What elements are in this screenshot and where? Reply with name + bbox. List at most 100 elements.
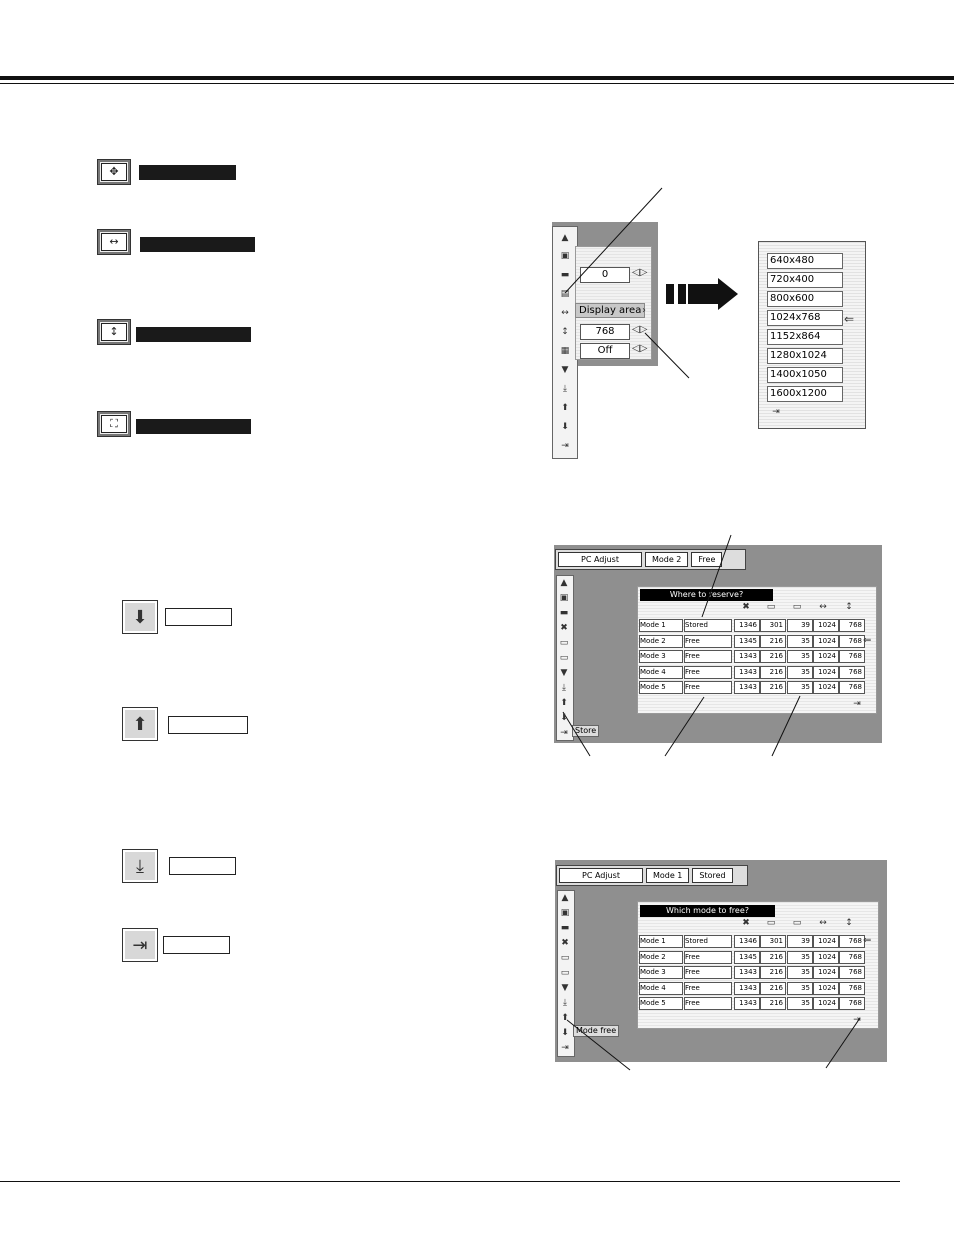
adjust-arrows-icon[interactable]: ◁▷ [632, 324, 648, 335]
table-cell-v4: 1024 [813, 935, 839, 948]
table-cell-mode[interactable]: Mode 1 [639, 935, 683, 948]
up-arrow-icon[interactable]: ▲ [561, 233, 569, 243]
up-arrow-icon[interactable]: ▲ [560, 578, 568, 588]
table-cell-v3: 39 [787, 619, 813, 632]
resolution-item[interactable]: 1280x1024 [767, 348, 843, 364]
horizontal-icon[interactable]: ↔ [561, 308, 569, 318]
table-cell-mode[interactable]: Mode 4 [639, 981, 683, 995]
header-status: Stored [692, 868, 733, 883]
table-cell-state: Free [684, 950, 732, 964]
total-dots-icon: ▭ [792, 918, 802, 928]
vertical-icon: ↕ [845, 918, 853, 928]
adjust-arrows-icon[interactable]: ◁▷ [632, 267, 648, 278]
table-cell-mode[interactable]: Mode 5 [639, 681, 683, 694]
reset-icon[interactable]: ⤓ [562, 683, 566, 693]
chevron-right-icon[interactable]: › [642, 305, 646, 316]
exit-icon[interactable]: ⇥ [561, 1043, 569, 1053]
table-cell-v1: 1346 [734, 619, 760, 632]
header-status: Free [691, 552, 723, 567]
header-title: PC Adjust [559, 868, 643, 883]
resolution-item[interactable]: 800x600 [767, 291, 843, 307]
table-cell-v4: 1024 [813, 650, 839, 663]
adjust-arrows-icon[interactable]: ◁▷ [632, 343, 648, 354]
mode-free-icon[interactable]: ⬆ [561, 1013, 569, 1023]
fine-sync-icon[interactable]: ▬ [560, 270, 570, 280]
table-cell-v3: 35 [787, 634, 813, 648]
down-arrow-icon[interactable]: ▼ [561, 983, 569, 993]
table-cell-mode[interactable]: Mode 1 [639, 619, 683, 632]
down-arrow-icon[interactable]: ▼ [560, 668, 568, 678]
label-bar-2 [140, 237, 255, 252]
table-cell-mode[interactable]: Mode 3 [639, 966, 683, 979]
reset-icon[interactable]: ⤓ [563, 384, 567, 394]
resolution-item[interactable]: 1400x1050 [767, 367, 843, 383]
value-field-2: 768 [580, 324, 630, 340]
exit-icon[interactable]: ⇥ [561, 441, 569, 451]
table-cell-v4: 1024 [813, 981, 839, 995]
table-cell-v4: 1024 [813, 950, 839, 964]
screen2-prompt: Where to reserve? [640, 589, 773, 601]
total-dots-icon[interactable]: ▭ [559, 653, 569, 663]
resolution-item[interactable]: 1024x768 [767, 310, 843, 326]
resolution-item[interactable]: 720x400 [767, 272, 843, 288]
table-cell-v3: 35 [787, 981, 813, 995]
vertical-icon[interactable]: ↕ [561, 327, 569, 337]
store-icon[interactable]: ⬇ [560, 713, 568, 723]
pc-adjust-icon[interactable]: ▣ [560, 908, 570, 918]
clock-icon[interactable]: ✖ [561, 938, 569, 948]
table-cell-v3: 35 [787, 966, 813, 979]
exit-icon[interactable]: ⇥ [853, 699, 861, 709]
reset-icon[interactable]: ⤓ [563, 998, 567, 1008]
table-cell-v3: 35 [787, 950, 813, 964]
table-cell-state: Stored [684, 935, 732, 948]
table-cell-v5: 768 [839, 634, 865, 648]
pc-adjust-icon[interactable]: ▣ [559, 593, 569, 603]
resolution-item[interactable]: 1152x864 [767, 329, 843, 345]
table-cell-v2: 216 [760, 981, 786, 995]
table-cell-v2: 216 [760, 634, 786, 648]
horizontal-icon: ↔ [819, 602, 827, 612]
table-cell-v1: 1343 [734, 681, 760, 694]
table-cell-v1: 1343 [734, 650, 760, 663]
table-cell-v2: 216 [760, 681, 786, 694]
header-title: PC Adjust [558, 552, 642, 567]
clamp-icon[interactable]: ▦ [560, 346, 570, 356]
store-callout: Store [572, 725, 600, 737]
table-cell-v2: 216 [760, 650, 786, 663]
resolution-item[interactable]: 640x480 [767, 253, 843, 269]
phase-icon[interactable]: ▭ [559, 638, 569, 648]
table-cell-mode[interactable]: Mode 4 [639, 665, 683, 679]
fine-sync-icon[interactable]: ▬ [560, 923, 570, 933]
store-icon[interactable]: ⬇ [561, 422, 569, 432]
table-cell-mode[interactable]: Mode 2 [639, 950, 683, 964]
exit-icon[interactable]: ⇥ [853, 1015, 861, 1025]
table-cell-mode[interactable]: Mode 2 [639, 634, 683, 648]
store-icon: ⬇ [122, 600, 158, 634]
fine-sync-icon[interactable]: ▬ [559, 608, 569, 618]
exit-icon: ⇥ [122, 928, 158, 962]
down-arrow-icon[interactable]: ▼ [561, 365, 569, 375]
resolution-item[interactable]: 1600x1200 [767, 386, 843, 402]
store-icon[interactable]: ⬇ [561, 1028, 569, 1038]
total-dots-icon[interactable]: ▭ [560, 968, 570, 978]
table-cell-state: Free [684, 681, 732, 694]
total-dots-icon[interactable]: ▤ [560, 289, 570, 299]
exit-icon[interactable]: ⇥ [560, 728, 568, 738]
table-cell-v4: 1024 [813, 619, 839, 632]
mode-free-icon: ⬆ [122, 707, 158, 741]
table-cell-mode[interactable]: Mode 5 [639, 997, 683, 1010]
up-arrow-icon[interactable]: ▲ [561, 893, 569, 903]
clock-icon[interactable]: ✖ [560, 623, 568, 633]
mode-free-icon[interactable]: ⬆ [561, 403, 569, 413]
table-cell-v1: 1343 [734, 997, 760, 1010]
total-dots-icon: ▭ [792, 602, 802, 612]
table-cell-v5: 768 [839, 619, 865, 632]
phase-icon[interactable]: ▭ [560, 953, 570, 963]
pc-adjust-icon[interactable]: ▣ [560, 251, 570, 261]
table-cell-state: Free [684, 650, 732, 663]
footer-rule [0, 1181, 900, 1182]
exit-icon[interactable]: ⇥ [772, 407, 780, 417]
screen3-prompt: Which mode to free? [640, 905, 775, 917]
table-cell-mode[interactable]: Mode 3 [639, 650, 683, 663]
mode-free-icon[interactable]: ⬆ [560, 698, 568, 708]
